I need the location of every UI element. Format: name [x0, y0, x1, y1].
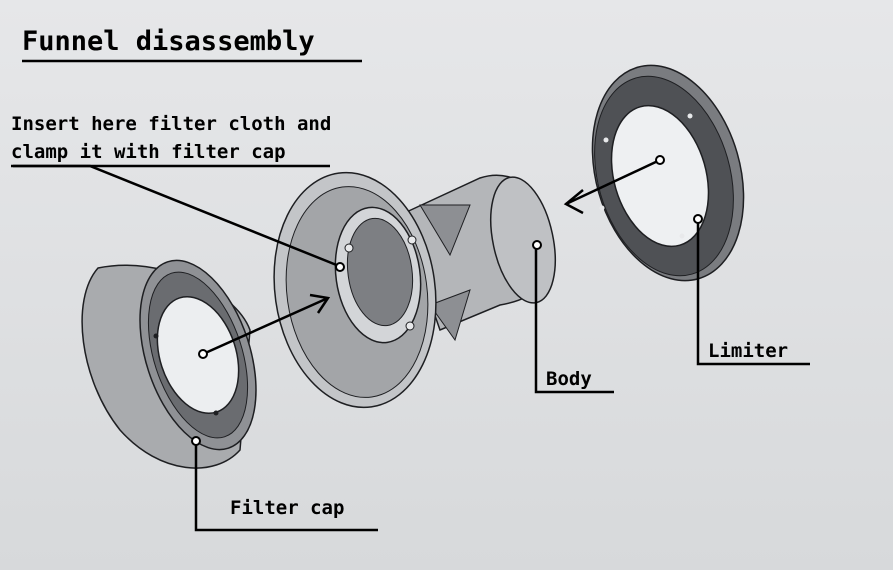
note-line-1: Insert here filter cloth and	[11, 113, 332, 135]
label-filter-cap: Filter cap	[230, 497, 345, 519]
leader-limiter	[696, 219, 810, 366]
label-limiter: Limiter	[708, 340, 789, 362]
leader-lines	[11, 59, 810, 532]
assembly-arrows	[202, 158, 661, 356]
arrow-limiter-to-body	[565, 158, 661, 206]
leader-filter-cap	[194, 441, 378, 532]
limiter-part	[591, 64, 745, 282]
leader-body	[534, 245, 614, 394]
label-body: Body	[546, 368, 592, 390]
filter-cap-part	[81, 259, 257, 469]
note-line-2: clamp it with filter cap	[11, 141, 286, 163]
leader-dots	[191, 155, 703, 446]
arrow-cap-to-body	[202, 296, 329, 356]
page-title: Funnel disassembly	[22, 26, 315, 57]
body-part	[273, 171, 556, 409]
